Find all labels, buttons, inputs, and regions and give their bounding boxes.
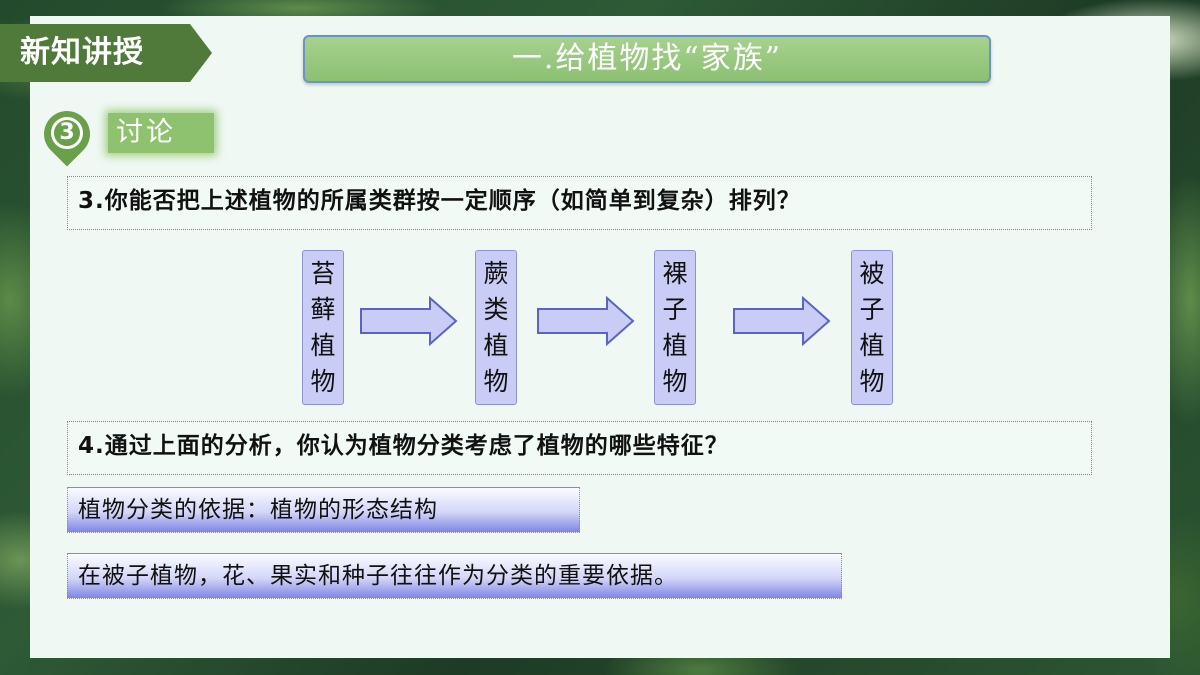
question-4: 4.通过上面的分析，你认为植物分类考虑了植物的哪些特征？ [67, 421, 1092, 475]
stage-char: 苔 [310, 258, 336, 288]
stage-char: 子 [662, 294, 688, 324]
discussion-label: 讨论 [108, 113, 214, 153]
question-3: 3.你能否把上述植物的所属类群按一定顺序（如简单到复杂）排列？ [67, 176, 1092, 230]
stage-char: 类 [483, 294, 509, 324]
section-label: 新知讲授 [20, 35, 144, 70]
step-number: 3 [51, 117, 83, 149]
stage-char: 物 [859, 366, 885, 396]
stage-char: 植 [859, 330, 885, 360]
stage-ferns: 蕨 类 植 物 [475, 250, 517, 405]
slide-title: 一.给植物找“家族” [303, 35, 991, 83]
stage-char: 蕨 [483, 258, 509, 288]
section-ribbon [0, 24, 212, 82]
stage-char: 物 [662, 366, 688, 396]
stage-char: 物 [483, 366, 509, 396]
stage-char: 植 [310, 330, 336, 360]
content-panel [30, 16, 1170, 658]
stage-char: 藓 [310, 294, 336, 324]
right-arrow-icon [360, 296, 458, 346]
stage-char: 植 [662, 330, 688, 360]
stage-char: 物 [310, 366, 336, 396]
answer-classification-basis: 植物分类的依据：植物的形态结构 [67, 487, 580, 533]
stage-char: 裸 [662, 258, 688, 288]
right-arrow-icon [733, 296, 831, 346]
answer-angiosperm-basis: 在被子植物，花、果实和种子往往作为分类的重要依据。 [67, 553, 842, 599]
stage-char: 子 [859, 294, 885, 324]
stage-bryophytes: 苔 藓 植 物 [302, 250, 344, 405]
stage-gymnosperms: 裸 子 植 物 [654, 250, 696, 405]
stage-char: 被 [859, 258, 885, 288]
stage-char: 植 [483, 330, 509, 360]
stage-angiosperms: 被 子 植 物 [851, 250, 893, 405]
right-arrow-icon [537, 296, 635, 346]
step-badge: 3 [34, 101, 100, 167]
